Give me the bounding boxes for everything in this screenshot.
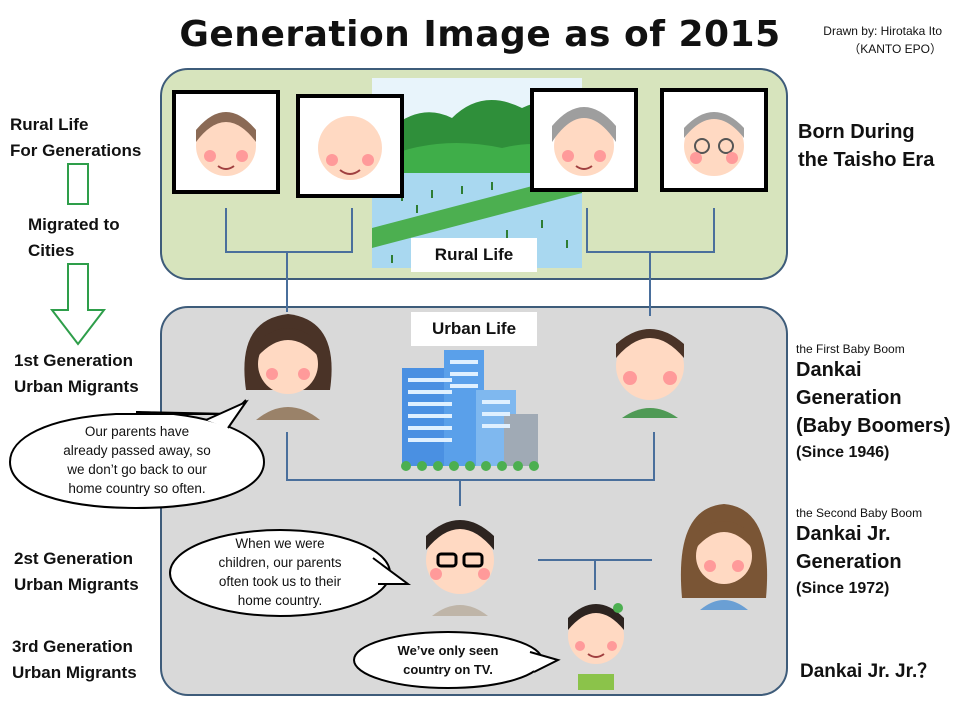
grandmother-portrait-1	[172, 90, 280, 194]
dankai-since: (Since 1946)	[796, 444, 890, 461]
dankai-jr-small: the Second Baby Boom	[796, 506, 923, 520]
gen1-speech-bubble: Our parents have already passed away, so…	[6, 399, 268, 510]
gen1-quote-line-1: Our parents have	[84, 424, 190, 439]
grandmother-face-icon	[196, 112, 256, 176]
second-gen-woman-icon	[680, 504, 768, 610]
city-buildings-illustration	[401, 350, 539, 471]
gen3-speech-bubble: We’ve only seen country on TV.	[352, 630, 561, 690]
taisho-line-1: Born During	[798, 121, 915, 143]
grandfather-face-icon	[684, 112, 744, 176]
gen1-line-2: Urban Migrants	[14, 377, 139, 396]
label-gen2-migrants: 2st Generation Urban Migrants	[14, 546, 164, 598]
taisho-line-2: the Taisho Era	[798, 149, 935, 171]
label-gen3-migrants: 3rd Generation Urban Migrants	[12, 634, 162, 686]
second-gen-man-icon	[426, 520, 494, 616]
gen1-quote-line-3: we don’t go back to our	[67, 462, 207, 477]
migrated-line-2: Cities	[28, 241, 75, 260]
rural-line-2: For Generations	[10, 141, 142, 160]
urban-life-tag: Urban Life	[411, 312, 537, 346]
dankai-small: the First Baby Boom	[796, 342, 905, 356]
gen3-line-2: Urban Migrants	[12, 663, 137, 682]
credit: Drawn by: Hirotaka Ito （KANTO EPO）	[720, 22, 942, 58]
label-migrated-to-cities: Migrated to Cities	[28, 212, 158, 264]
gen2-speech-bubble: When we were children, our parents often…	[168, 528, 412, 618]
gen1-quote-line-4: home country so often.	[68, 481, 206, 496]
grandfather-face-icon	[318, 116, 382, 180]
rural-life-tag: Rural Life	[411, 238, 537, 272]
label-rural-for-generations: Rural Life For Generations	[10, 112, 160, 164]
third-gen-child-icon	[568, 603, 624, 690]
first-gen-woman-icon	[244, 314, 332, 420]
label-dankai-jr-jr: Dankai Jr. Jr.？	[800, 661, 937, 682]
dankai-line-1: Dankai	[796, 359, 862, 381]
arrow-down-icon	[49, 263, 107, 346]
gen3-quote-line-1: We’ve only seen	[397, 643, 499, 658]
gen1-quote-line-2: already passed away, so	[63, 443, 211, 458]
label-dankai-generation: the First Baby Boom Dankai Generation (B…	[796, 342, 958, 466]
gen2-quote-line-2: children, our parents	[218, 555, 342, 570]
credit-org: （KANTO EPO）	[848, 42, 942, 56]
grandmother-portrait-2	[530, 88, 638, 192]
rural-line-1: Rural Life	[10, 115, 89, 134]
migrated-line-1: Migrated to	[28, 215, 120, 234]
gen2-line-1: 2st Generation	[14, 549, 134, 568]
gen3-line-1: 3rd Generation	[12, 637, 133, 656]
label-gen1-migrants: 1st Generation Urban Migrants	[14, 348, 164, 400]
dankai-jr-line-2: Generation	[796, 551, 902, 573]
grandfather-portrait-2	[660, 88, 768, 192]
first-gen-man-icon	[616, 329, 684, 418]
gen2-quote-line-1: When we were	[235, 536, 325, 551]
gen2-quote-line-4: home country.	[237, 593, 323, 608]
grandfather-portrait-1	[296, 94, 404, 198]
grandmother-face-icon	[552, 107, 616, 176]
label-dankai-jr-generation: the Second Baby Boom Dankai Jr. Generati…	[796, 506, 958, 602]
arrow-down-small-icon	[67, 163, 89, 205]
page-title: Generation Image as of 2015	[179, 14, 781, 55]
credit-author: Drawn by: Hirotaka Ito	[823, 24, 942, 38]
dankai-line-2: Generation	[796, 387, 902, 409]
gen2-quote-line-3: often took us to their	[218, 574, 342, 589]
label-taisho-era: Born During the Taisho Era	[798, 118, 958, 174]
dankai-jr-line-1: Dankai Jr.	[796, 523, 891, 545]
gen1-line-1: 1st Generation	[14, 351, 134, 370]
gen2-line-2: Urban Migrants	[14, 575, 139, 594]
gen3-quote-line-2: country on TV.	[403, 662, 493, 677]
dankai-line-3: (Baby Boomers)	[796, 415, 951, 437]
dankai-jr-since: (Since 1972)	[796, 580, 890, 597]
